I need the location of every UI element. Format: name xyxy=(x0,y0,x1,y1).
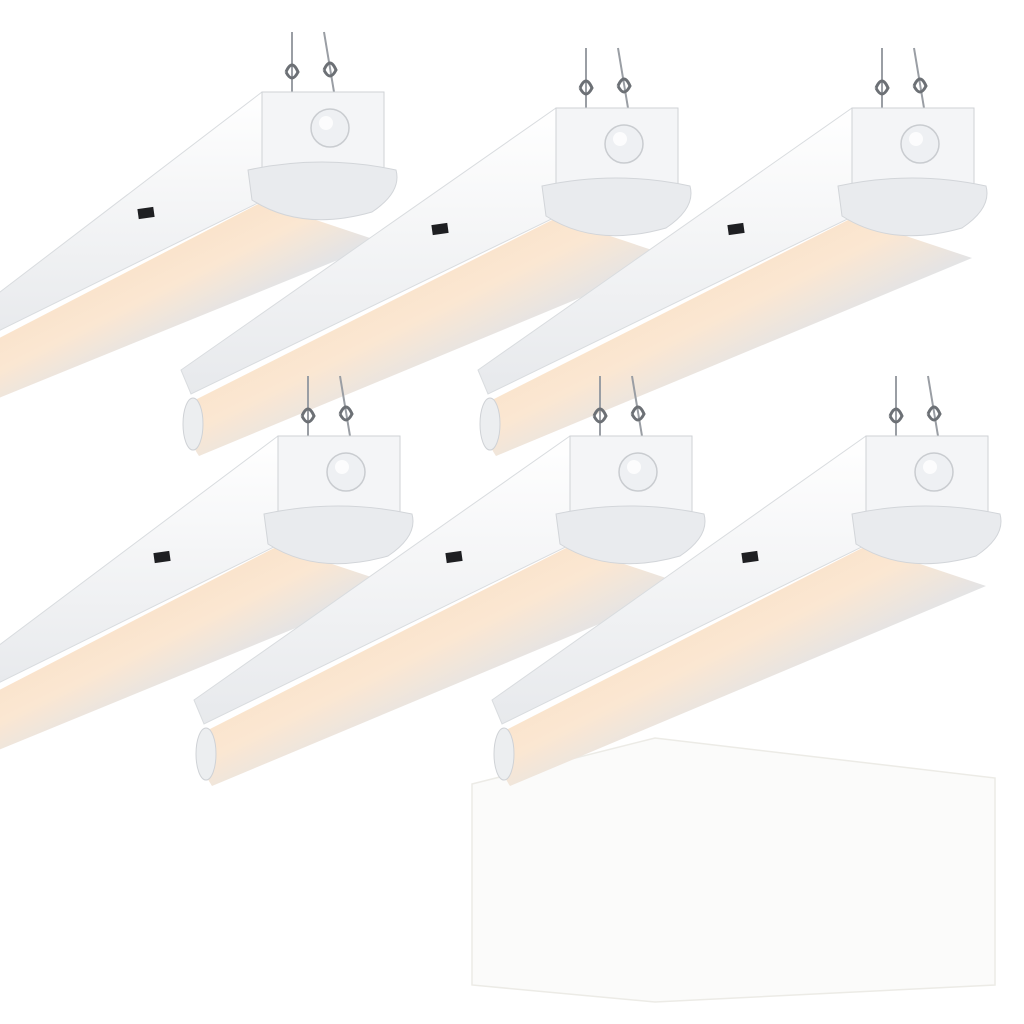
hook-icon xyxy=(592,407,608,424)
hook-icon xyxy=(284,63,300,80)
light-lens xyxy=(188,218,676,456)
hook-icon xyxy=(300,407,316,424)
fixtures-layer xyxy=(0,31,1002,786)
end-cap-lens xyxy=(263,505,414,565)
hook-icon xyxy=(888,407,904,424)
hook-icon xyxy=(874,79,890,96)
indicator-slot xyxy=(445,550,463,564)
indicator-slot xyxy=(431,222,449,236)
indicator-slot xyxy=(153,550,171,564)
tail-end-cap xyxy=(182,397,204,451)
tail-end-cap xyxy=(479,397,501,451)
light-lens xyxy=(0,202,382,398)
light-lens xyxy=(0,546,398,750)
backdrop-panel xyxy=(471,737,996,1003)
sensor-highlight xyxy=(627,460,641,474)
end-cap-lens xyxy=(837,177,988,237)
indicator-slot xyxy=(727,222,745,236)
led-fixture xyxy=(477,47,988,456)
light-lens xyxy=(485,218,972,456)
indicator-slot xyxy=(137,206,155,220)
hook-icon xyxy=(926,405,942,422)
sensor-highlight xyxy=(923,460,937,474)
tail-end-cap xyxy=(195,727,217,781)
sensor-highlight xyxy=(319,116,333,130)
sensor-highlight xyxy=(335,460,349,474)
end-cap-lens xyxy=(555,505,706,565)
led-fixture xyxy=(0,375,414,750)
end-cap-lens xyxy=(247,161,398,221)
end-cap-lens xyxy=(541,177,692,237)
light-lens xyxy=(499,546,986,786)
hook-icon xyxy=(578,79,594,96)
hook-icon xyxy=(630,405,646,422)
led-fixture xyxy=(193,375,706,786)
sensor-highlight xyxy=(613,132,627,146)
led-fixture xyxy=(0,31,398,398)
end-cap-lens xyxy=(851,505,1002,565)
hook-icon xyxy=(322,61,338,78)
hook-icon xyxy=(912,77,928,94)
hook-icon xyxy=(338,405,354,422)
sensor-highlight xyxy=(909,132,923,146)
hook-icon xyxy=(616,77,632,94)
indicator-slot xyxy=(741,550,759,564)
led-fixture xyxy=(180,47,692,456)
tail-end-cap xyxy=(493,727,515,781)
led-fixture xyxy=(491,375,1002,786)
light-lens xyxy=(201,546,690,786)
